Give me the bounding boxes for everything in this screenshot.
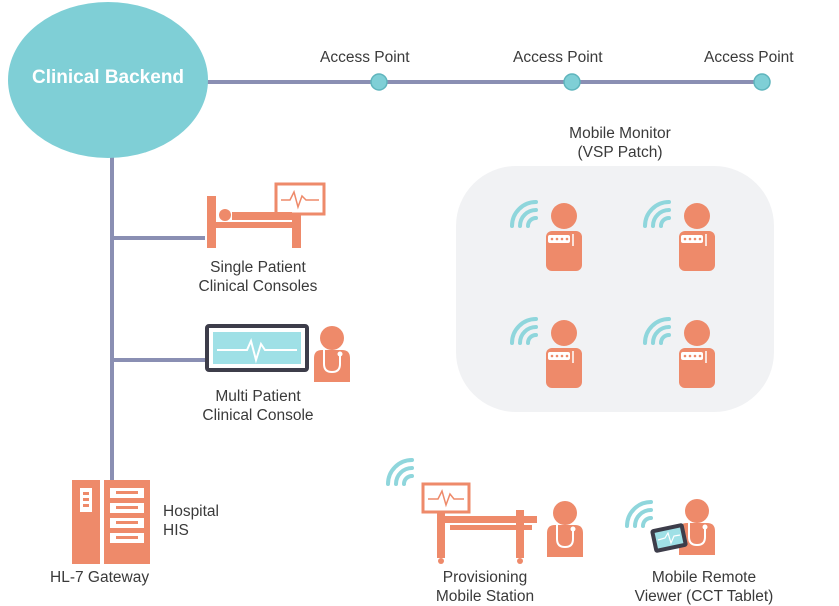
patient-icons (546, 203, 715, 388)
patient-icon (679, 203, 715, 271)
provisioning-label: Provisioning Mobile Station (405, 568, 565, 606)
wifi-icon (625, 500, 653, 528)
wifi-icon (386, 458, 414, 486)
monitor-icon (205, 324, 309, 372)
access-point-3-node (753, 73, 771, 91)
access-point-1-label: Access Point (320, 49, 410, 66)
doctor-icon (547, 501, 583, 557)
single-patient-line1: Single Patient (210, 259, 306, 276)
network-lines (110, 80, 770, 486)
server-rack-icon (72, 480, 150, 564)
provisioning-station-icon (421, 482, 537, 564)
hl7-gateway-label: HL-7 Gateway (50, 569, 150, 586)
multi-patient-label: Multi Patient Clinical Console (168, 387, 348, 425)
remote-viewer-line2: Viewer (CCT Tablet) (634, 588, 774, 605)
remote-viewer-line1: Mobile Remote (651, 569, 757, 586)
bed-icon (207, 182, 326, 248)
hospital-his-label: Hospital HIS (163, 502, 219, 540)
multi-patient-line1: Multi Patient (215, 388, 301, 405)
tablet-icon (650, 523, 688, 553)
single-patient-label: Single Patient Clinical Consoles (168, 258, 348, 296)
wifi-icon (643, 200, 671, 228)
access-point-2-node (563, 73, 581, 91)
wifi-icons (386, 200, 671, 528)
doctor-icon (314, 326, 350, 382)
doctor-icon (679, 499, 715, 555)
clinical-backend-label: Clinical Backend (31, 67, 185, 88)
provisioning-line2: Mobile Station (435, 588, 535, 605)
wifi-icon (510, 317, 538, 345)
hospital-line2: HIS (163, 522, 189, 539)
access-point-2-label: Access Point (513, 49, 603, 66)
single-patient-line2: Clinical Consoles (198, 278, 318, 295)
mobile-monitor-label: Mobile Monitor (VSP Patch) (520, 124, 720, 162)
patient-icon (679, 320, 715, 388)
access-point-3-label: Access Point (704, 49, 794, 66)
access-point-1-node (370, 73, 388, 91)
clinical-backend-node (8, 2, 208, 158)
wifi-icon (643, 317, 671, 345)
hospital-line1: Hospital (163, 503, 219, 520)
mobile-monitor-panel (456, 166, 774, 412)
patient-icon (546, 203, 582, 271)
mobile-monitor-line1: Mobile Monitor (569, 125, 671, 142)
provisioning-line1: Provisioning (442, 569, 528, 586)
remote-viewer-label: Mobile Remote Viewer (CCT Tablet) (614, 568, 794, 606)
multi-patient-line2: Clinical Console (202, 407, 314, 424)
patient-icon (546, 320, 582, 388)
wifi-icon (510, 200, 538, 228)
mobile-monitor-line2: (VSP Patch) (577, 144, 663, 161)
